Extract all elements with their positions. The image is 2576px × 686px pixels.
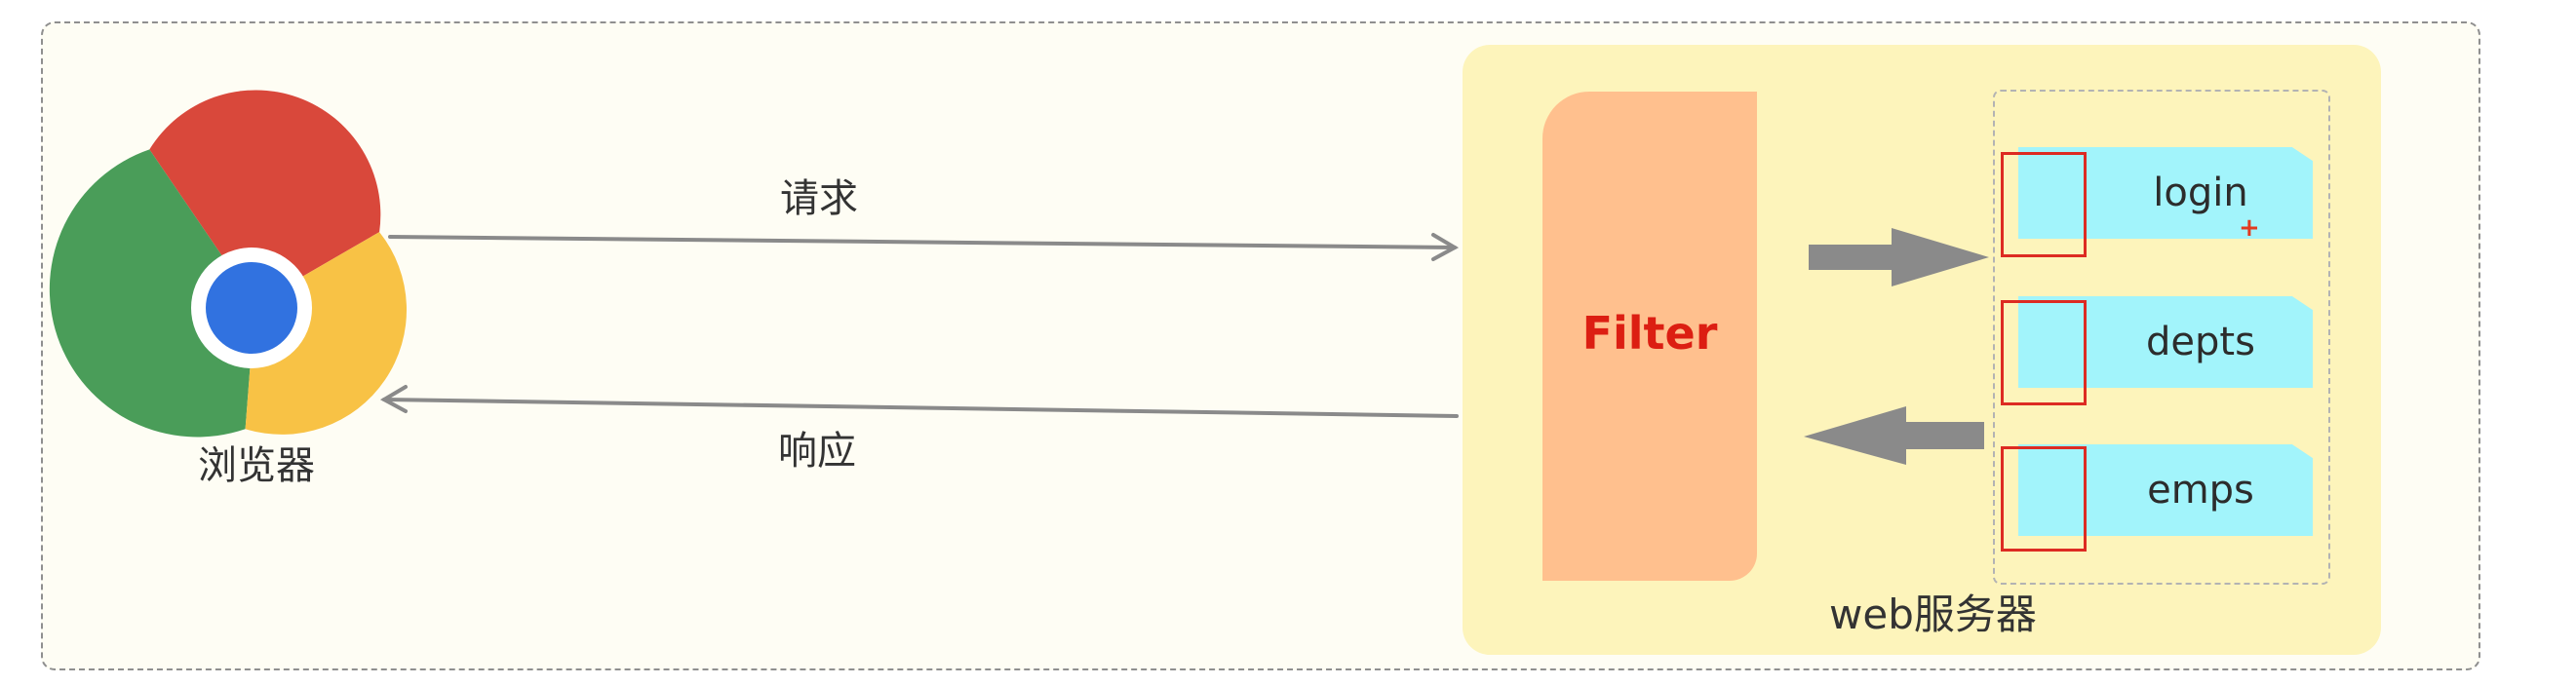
request-arrow [388,233,1460,261]
filter-block [1542,92,1757,581]
endpoint-depts [2018,296,2313,388]
browser-label: 浏览器 [198,443,315,488]
endpoint-login-highlight [2001,152,2087,257]
filter-label: Filter [1581,307,1718,360]
endpoint-group [1993,90,2330,585]
web-server-label: web服务器 [1829,591,2037,638]
endpoint-login [2018,147,2313,239]
response-label: 响应 [778,429,856,474]
backward-flow-arrow [1804,406,1984,465]
response-arrow [379,385,1459,418]
request-label: 请求 [780,176,858,221]
endpoint-depts-highlight [2001,300,2087,405]
forward-flow-arrow [1809,228,1989,286]
endpoint-emps-highlight [2001,446,2087,552]
endpoint-depts-label: depts [2146,320,2255,364]
cursor-plus-icon: + [2239,213,2260,243]
endpoint-emps [2018,444,2313,536]
endpoint-login-label: login [2153,171,2248,215]
endpoint-emps-label: emps [2147,468,2254,513]
